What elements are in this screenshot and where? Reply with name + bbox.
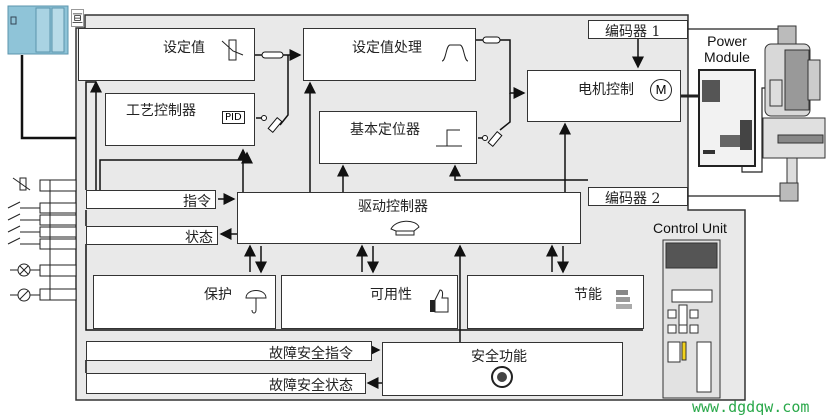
energy-saving-label: 节能 (574, 287, 602, 303)
availability-label: 可用性 (370, 287, 412, 303)
captain-hat-icon (390, 220, 420, 236)
setpoint-processing-label: 设定值处理 (352, 40, 422, 56)
plc-tag-icon: 亘 (71, 9, 84, 27)
motor-icon: M (650, 79, 672, 101)
command-label: 指令 (183, 194, 211, 210)
basic-positioner-label: 基本定位器 (350, 122, 420, 138)
positioning-icon (436, 129, 462, 147)
setpoint-block[interactable]: 设定值 (78, 28, 255, 81)
drive-controller-label: 驱动控制器 (358, 199, 428, 215)
energy-saving-block[interactable]: 节能 (467, 275, 644, 329)
watermark: www.dgdqw.com (692, 398, 810, 416)
coupling-icons (261, 36, 503, 147)
safety-function-block[interactable]: 安全功能 (382, 342, 623, 396)
energy-class-icon (616, 290, 632, 309)
umbrella-icon (245, 290, 267, 314)
failsafe-command-strip[interactable]: 故障安全指令 (86, 341, 372, 362)
setpoint-label: 设定值 (163, 40, 205, 56)
encoder-1-label: 编码器 1 (605, 24, 661, 40)
io-terminals (39, 179, 77, 301)
status-label: 状态 (185, 230, 213, 246)
io-symbols (7, 177, 40, 302)
motor-control-label: 电机控制 (578, 82, 634, 98)
failsafe-command-label: 故障安全指令 (269, 346, 353, 362)
drive-controller-block[interactable]: 驱动控制器 (237, 192, 581, 244)
availability-block[interactable]: 可用性 (281, 275, 458, 329)
control-unit-label: Control Unit (653, 220, 727, 236)
potentiometer-icon (221, 39, 244, 61)
status-strip[interactable]: 状态 (86, 226, 218, 246)
protection-block[interactable]: 保护 (93, 275, 276, 329)
motor-control-block[interactable]: 电机控制 M (527, 70, 681, 122)
technology-controller-block[interactable]: 工艺控制器 PID (105, 93, 255, 146)
command-strip[interactable]: 指令 (86, 190, 216, 210)
encoder-2-label: 编码器 2 (605, 191, 661, 207)
failsafe-status-strip[interactable]: 故障安全状态 (86, 373, 366, 394)
control-unit-image (662, 239, 721, 399)
motor-image (762, 25, 826, 202)
tech-controller-label: 工艺控制器 (126, 103, 196, 119)
thumbs-up-icon (430, 289, 449, 313)
setpoint-processing-block[interactable]: 设定值处理 (303, 28, 476, 81)
encoder-1-block[interactable]: 编码器 1 (588, 20, 688, 40)
pid-icon: PID (222, 111, 245, 124)
safety-function-label: 安全功能 (471, 349, 527, 365)
power-module-image (698, 69, 756, 167)
basic-positioner-block[interactable]: 基本定位器 (319, 111, 477, 164)
safety-button-icon (491, 366, 513, 388)
encoder-2-block[interactable]: 编码器 2 (588, 187, 688, 207)
protection-label: 保护 (204, 287, 232, 303)
failsafe-status-label: 故障安全状态 (269, 378, 353, 394)
plc-icon (7, 5, 69, 55)
ramp-icon (441, 44, 469, 62)
